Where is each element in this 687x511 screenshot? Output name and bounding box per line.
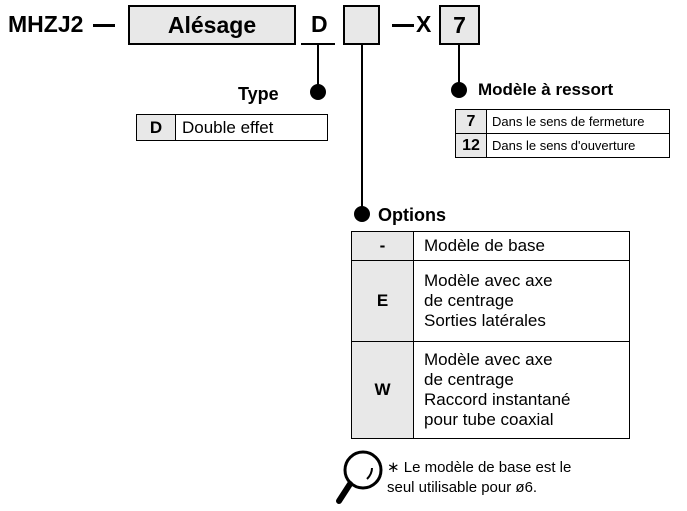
dash-1 <box>93 24 115 27</box>
option-code-cell: - <box>351 231 414 261</box>
note-text: ∗ Le modèle de base est le seul utilisab… <box>387 459 572 496</box>
table-row: 7 Dans le sens de fermeture <box>455 109 670 134</box>
spring-table: 7 Dans le sens de fermeture 12 Dans le s… <box>455 109 670 158</box>
options-table: - Modèle de base E Modèle avec axe de ce… <box>351 231 630 439</box>
bore-size-label: Alésage <box>167 11 257 38</box>
type-desc-cell: Double effet <box>175 114 328 141</box>
table-row: E Modèle avec axe de centrage Sorties la… <box>351 260 630 342</box>
dash-2 <box>392 24 414 27</box>
type-code: D <box>311 11 328 37</box>
spring-connector-dot <box>451 82 467 98</box>
option-desc-cell: Modèle de base <box>413 231 630 261</box>
type-code-cell: D <box>136 114 176 141</box>
bore-size-box: Alésage <box>128 5 296 45</box>
type-table: D Double effet <box>136 114 328 141</box>
spring-code-cell: 12 <box>455 133 487 158</box>
table-row: - Modèle de base <box>351 231 630 261</box>
options-connector-dot <box>354 206 370 222</box>
magnifier-icon <box>334 448 384 506</box>
spring-code-cell: 7 <box>455 109 487 134</box>
spring-heading: Modèle à ressort <box>478 80 614 99</box>
spring-connector-v <box>458 44 460 90</box>
model-prefix: MHZJ2 <box>8 11 84 37</box>
options-heading: Options <box>378 205 446 225</box>
option-desc-cell: Modèle avec axe de centrage Sorties laté… <box>413 260 630 342</box>
x-label: X <box>416 11 432 37</box>
type-connector-dot <box>310 84 326 100</box>
spring-code: 7 <box>453 11 466 38</box>
type-connector-v <box>317 44 319 90</box>
table-row: W Modèle avec axe de centrage Raccord in… <box>351 341 630 439</box>
option-desc-cell: Modèle avec axe de centrage Raccord inst… <box>413 341 630 439</box>
options-box <box>343 5 380 45</box>
spring-desc-cell: Dans le sens de fermeture <box>486 109 670 134</box>
table-row: D Double effet <box>136 114 328 141</box>
option-code-cell: W <box>351 341 414 439</box>
table-row: 12 Dans le sens d'ouverture <box>455 133 670 158</box>
spring-code-box: 7 <box>439 5 480 45</box>
option-code-cell: E <box>351 260 414 342</box>
spring-desc-cell: Dans le sens d'ouverture <box>486 133 670 158</box>
options-connector-v <box>361 44 363 212</box>
type-heading: Type <box>238 84 279 104</box>
